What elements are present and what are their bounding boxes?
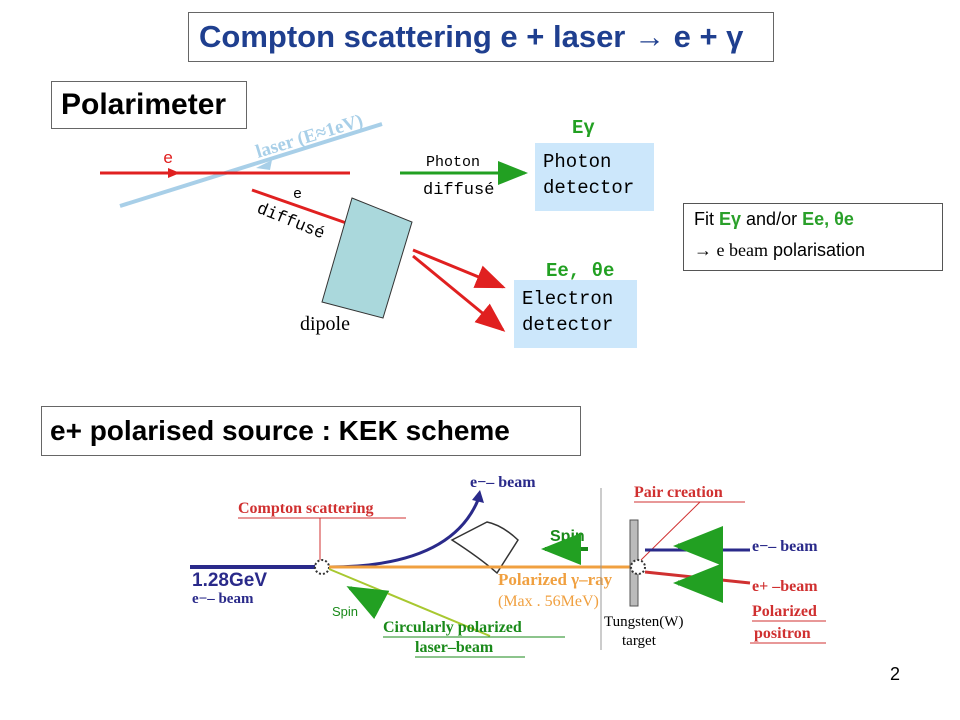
polarimeter-heading: Polarimeter <box>61 88 227 121</box>
kek-bending-magnet <box>450 521 519 575</box>
kek-circular-2: laser–beam <box>415 639 494 656</box>
e-diffuse-e: e <box>293 186 302 203</box>
photon-diffuse-2: diffusé <box>423 181 494 200</box>
laser-arrow <box>256 160 272 170</box>
kek-heading-box: e+ polarised source : KEK scheme <box>41 406 581 456</box>
kek-spin-lower: Spin <box>332 604 358 619</box>
polarimeter-heading-box: Polarimeter <box>51 81 247 129</box>
fit-arrow: → e beam <box>694 240 768 260</box>
kek-interaction-point <box>314 559 330 575</box>
kek-max-energy: (Max . 56MeV) <box>498 593 599 610</box>
laser-beam <box>119 122 383 208</box>
kek-e-minus-top: e−– beam <box>470 474 536 491</box>
electron-detector: Electron detector <box>514 280 637 348</box>
kek-heading: e+ polarised source : KEK scheme <box>50 415 510 446</box>
kek-tungsten-1: Tungsten(W) <box>604 614 683 630</box>
kek-spin-upper: Spin <box>550 528 585 545</box>
kek-bent-electron-arrow <box>472 490 484 503</box>
fit-rest: polarisation <box>767 240 866 260</box>
e-label: e <box>163 150 173 169</box>
electron-track-2 <box>412 254 506 332</box>
kek-tungsten-2: target <box>622 633 657 649</box>
fit-box: Fit Eγ and/or Ee, θe → e beam polarisati… <box>683 203 943 271</box>
kek-energy: 1.28GeV <box>192 570 267 591</box>
page-number: 2 <box>890 664 901 684</box>
kek-spin-lower-arrow <box>346 586 390 620</box>
photon-detector: Photon detector <box>535 143 654 211</box>
fit-egamma: Eγ <box>719 209 742 229</box>
fit-mid: and/or <box>741 209 803 229</box>
egamma-label: Eγ <box>572 117 595 139</box>
electron-arrow <box>168 168 180 178</box>
slide-title: Compton scattering e + laser → e + γ <box>199 19 744 54</box>
kek-compton-label: Compton scattering <box>238 500 374 517</box>
kek-polarized-positron-2: positron <box>754 625 811 642</box>
photon-detector-line1: Photon <box>543 151 612 173</box>
kek-target-point <box>630 559 646 575</box>
dipole-magnet <box>321 197 413 319</box>
title-box: Compton scattering e + laser → e + γ <box>188 12 774 62</box>
kek-e-plus-right: e+ –beam <box>752 578 818 595</box>
electron-detector-line1: Electron <box>522 288 614 310</box>
kek-circular-1: Circularly polarized <box>383 619 522 636</box>
kek-pair-creation: Pair creation <box>634 484 723 501</box>
kek-e-minus-left: e−– beam <box>192 591 254 607</box>
kek-laser-beam <box>328 568 491 637</box>
scattered-electron-line <box>251 188 353 227</box>
kek-polarized-positron-1: Polarized <box>752 603 817 620</box>
electron-detector-line2: detector <box>522 314 614 336</box>
photon-detector-line2: detector <box>543 177 635 199</box>
kek-polarized-gamma: Polarized γ–ray <box>498 570 613 589</box>
fit-line2: → e beam polarisation <box>694 240 865 261</box>
electron-track-1 <box>412 248 506 289</box>
dipole-label: dipole <box>300 313 350 335</box>
fit-ee: Ee, θe <box>802 209 854 229</box>
fit-line1: Fit Eγ and/or Ee, θe <box>694 209 854 230</box>
kek-e-minus-right: e−– beam <box>752 538 818 555</box>
ee-theta-label: Ee, θe <box>546 260 614 282</box>
photon-diffuse-1: Photon <box>426 154 480 171</box>
fit-prefix: Fit <box>694 209 719 229</box>
